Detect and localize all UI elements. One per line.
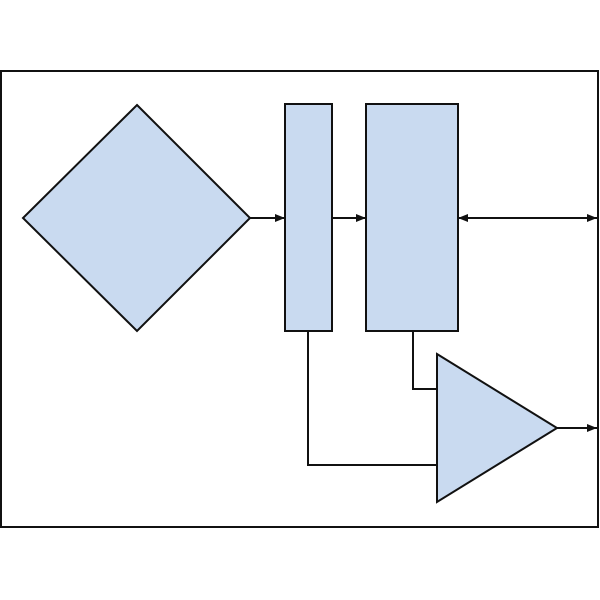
wide-block: [365, 103, 459, 332]
diamond-block: [21, 103, 252, 333]
block-to-triangle-wire: [412, 331, 437, 390]
triangle-block: [436, 352, 559, 504]
narrow-bar-block: [284, 103, 333, 332]
bar-to-triangle-wire: [307, 331, 437, 466]
